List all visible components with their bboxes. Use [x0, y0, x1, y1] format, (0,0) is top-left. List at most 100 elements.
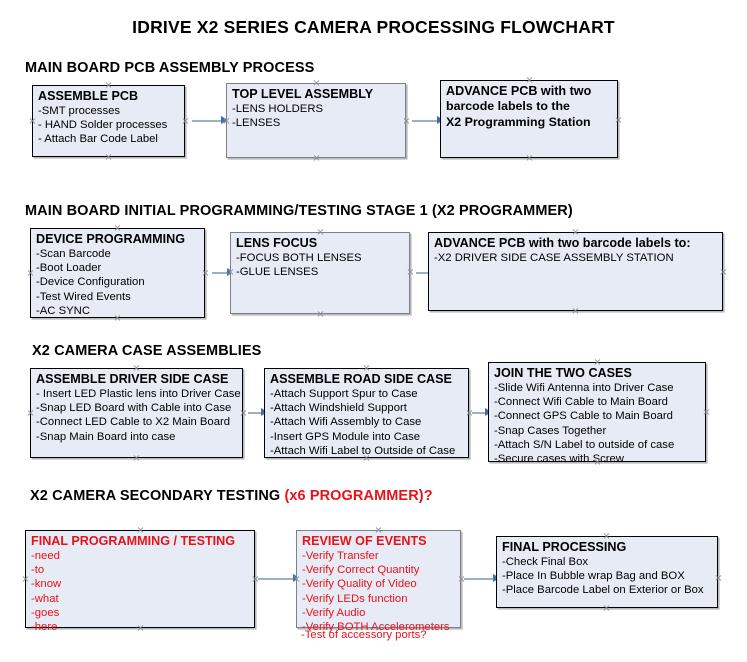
selection-handle[interactable] [26, 269, 35, 278]
selection-handle[interactable] [26, 409, 35, 418]
node-line: -here [31, 621, 58, 634]
node-line: -Attach Wifi Assembly to Case [270, 416, 422, 429]
selection-handle[interactable] [402, 117, 411, 126]
node-line: - Insert LED Plastic lens into Driver Ca… [36, 388, 241, 400]
node-join-the-two-cases[interactable]: JOIN THE TWO CASES -Slide Wifi Antenna i… [488, 362, 706, 465]
node-line: -Verify LEDs function [302, 592, 408, 605]
node-line: -Place In Bubble wrap Bag and BOX [502, 570, 685, 583]
node-advance-pcb-driver-side-station[interactable]: ADVANCE PCB with two barcode labels to: … [428, 232, 723, 311]
node-line: -Insert GPS Module into Case [270, 430, 421, 443]
node-final-processing[interactable]: FINAL PROCESSING -Check Final Box -Place… [496, 536, 718, 608]
selection-handle[interactable] [614, 116, 623, 125]
selection-handle[interactable] [226, 268, 235, 277]
selection-handle[interactable] [571, 228, 580, 237]
selection-handle[interactable] [104, 81, 113, 90]
node-line: -Verify Audio [302, 606, 366, 619]
node-line: -X2 DRIVER SIDE CASE ASSEMBLY STATION [434, 252, 674, 264]
selection-handle[interactable] [593, 458, 602, 467]
node-device-programming[interactable]: DEVICE PROGRAMMING -Scan Barcode -Boot L… [30, 228, 205, 318]
selection-handle[interactable] [113, 314, 122, 323]
selection-handle[interactable] [312, 79, 321, 88]
section-heading-text: MAIN BOARD PCB ASSEMBLY PROCESS [25, 60, 315, 76]
selection-handle[interactable] [136, 526, 145, 535]
node-line: -need [31, 550, 60, 562]
selection-handle[interactable] [362, 454, 371, 463]
connector-line [212, 272, 230, 274]
node-line: -Snap Main Board into case [36, 430, 176, 443]
selection-handle[interactable] [525, 154, 534, 163]
selection-handle[interactable] [374, 624, 383, 633]
node-line: -Snap LED Board with Cable into Case [36, 402, 232, 415]
node-assemble-pcb[interactable]: ASSEMBLE PCB -SMT processes - HAND Solde… [32, 85, 185, 157]
node-review-of-events[interactable]: REVIEW OF EVENTS -Verify Transfer -Verif… [296, 530, 461, 633]
section-heading-text: X2 CAMERA CASE ASSEMBLIES [32, 343, 262, 359]
section-heading-text: MAIN BOARD INITIAL PROGRAMMING/TESTING S… [25, 203, 573, 219]
connector-line [192, 120, 224, 122]
node-title: LENS FOCUS [236, 236, 318, 250]
selection-handle[interactable] [292, 575, 301, 584]
node-line: barcode labels to the [446, 99, 570, 113]
selection-handle[interactable] [316, 310, 325, 319]
node-line: -GLUE LENSES [236, 266, 319, 279]
node-line: -Attach S/N Label to outside of case [494, 438, 675, 451]
selection-handle[interactable] [362, 364, 371, 373]
node-final-programming-testing[interactable]: FINAL PROGRAMMING / TESTING -need -to -k… [25, 530, 255, 633]
node-line: -Attach Support Spur to Case [270, 388, 418, 400]
node-title: REVIEW OF EVENTS [302, 534, 427, 548]
section-heading-case-assemblies: X2 CAMERA CASE ASSEMBLIES [32, 343, 261, 359]
selection-handle[interactable] [571, 307, 580, 316]
node-advance-pcb-programming-station[interactable]: ADVANCE PCB with two barcode labels to t… [440, 80, 618, 158]
selection-handle[interactable] [28, 117, 37, 126]
node-line: -Scan Barcode [36, 248, 111, 260]
selection-handle[interactable] [132, 364, 141, 373]
connector-line [472, 412, 488, 414]
node-line: -Connect Wifi Cable to Main Board [494, 396, 668, 409]
node-line: -Device Configuration [36, 276, 145, 289]
selection-handle[interactable] [312, 154, 321, 163]
selection-handle[interactable] [201, 269, 210, 278]
selection-handle[interactable] [525, 76, 534, 85]
selection-handle[interactable] [702, 408, 711, 417]
selection-handle[interactable] [113, 224, 122, 233]
selection-handle[interactable] [316, 228, 325, 237]
node-line: -to [31, 564, 45, 577]
node-title: ADVANCE PCB with two barcode labels to: [434, 236, 691, 250]
node-line: -Boot Loader [36, 262, 102, 275]
node-assemble-driver-side-case[interactable]: ASSEMBLE DRIVER SIDE CASE - Insert LED P… [30, 368, 243, 458]
selection-handle[interactable] [136, 624, 145, 633]
connector-line [248, 412, 264, 414]
selection-handle[interactable] [21, 575, 30, 584]
selection-handle[interactable] [181, 117, 190, 126]
selection-handle[interactable] [719, 268, 728, 277]
selection-handle[interactable] [239, 409, 248, 418]
section-heading-initial-programming: MAIN BOARD INITIAL PROGRAMMING/TESTING S… [25, 203, 573, 219]
selection-handle[interactable] [132, 454, 141, 463]
selection-handle[interactable] [406, 268, 415, 277]
node-line: -Attach Windshield Support [270, 402, 407, 415]
section-heading-red-text: (x6 PROGRAMMER)? [284, 488, 433, 504]
node-line: -Connect LED Cable to X2 Main Board [36, 416, 231, 429]
selection-handle[interactable] [104, 153, 113, 162]
node-top-level-assembly[interactable]: TOP LEVEL ASSEMBLY -LENS HOLDERS -LENSES [226, 83, 406, 158]
node-line: -Slide Wifi Antenna into Driver Case [494, 382, 674, 394]
node-line: -know [31, 578, 62, 591]
node-line: -Test Wired Events [36, 290, 131, 303]
node-line: -AC SYNC [36, 304, 90, 317]
node-line: -Check Final Box [502, 556, 589, 568]
node-line: - HAND Solder processes [38, 119, 168, 132]
node-title: ASSEMBLE PCB [38, 89, 139, 103]
node-assemble-road-side-case[interactable]: ASSEMBLE ROAD SIDE CASE -Attach Support … [264, 368, 469, 458]
selection-handle[interactable] [714, 574, 723, 583]
section-heading-secondary-testing: X2 CAMERA SECONDARY TESTING (x6 PROGRAMM… [30, 488, 433, 504]
selection-handle[interactable] [222, 117, 231, 126]
selection-handle[interactable] [374, 526, 383, 535]
connector-line [416, 272, 436, 274]
node-title: ASSEMBLE ROAD SIDE CASE [270, 372, 452, 386]
selection-handle[interactable] [602, 604, 611, 613]
node-lens-focus[interactable]: LENS FOCUS -FOCUS BOTH LENSES -GLUE LENS… [230, 232, 410, 314]
selection-handle[interactable] [593, 358, 602, 367]
node-title: ASSEMBLE DRIVER SIDE CASE [36, 372, 229, 386]
node-title: JOIN THE TWO CASES [494, 366, 632, 380]
selection-handle[interactable] [602, 532, 611, 541]
